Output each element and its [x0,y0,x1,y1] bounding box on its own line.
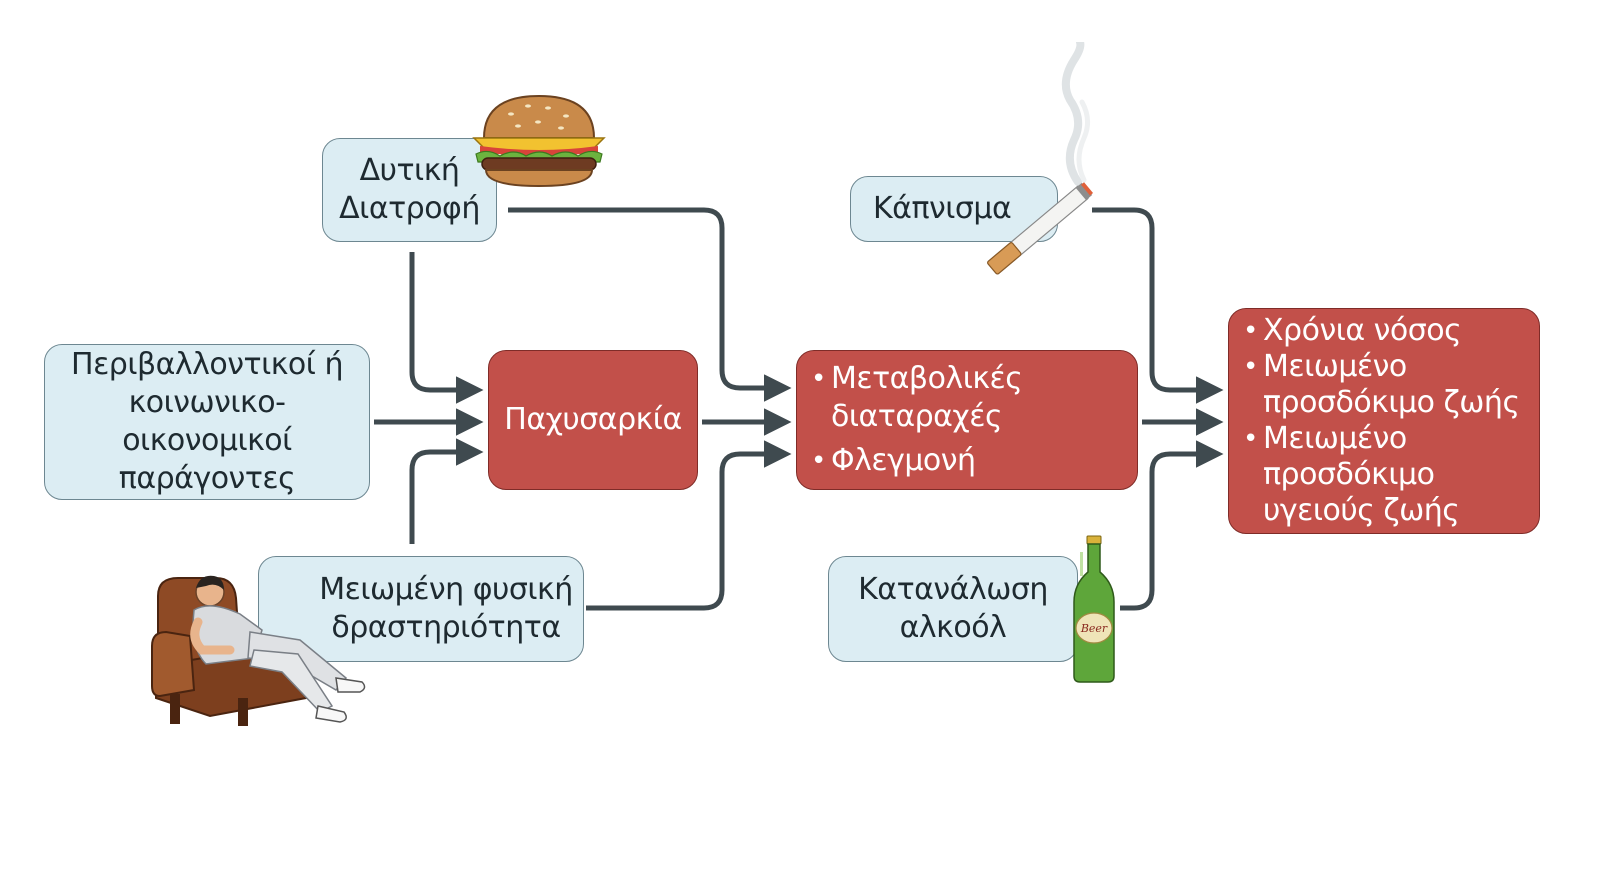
smoking-box: Κάπνισμα [850,176,1058,242]
reduced-healthy-life-expectancy-label: Μειωμένο προσδόκιμο υγειούς ζωής [1263,421,1460,528]
bullet: • [1243,316,1258,346]
bullet: • [811,446,826,476]
metabolic-item: • Μεταβολικές διαταραχές [811,360,1023,436]
burger-icon [472,94,606,188]
person-on-couch-icon [151,575,366,726]
alcohol-consumption-box: Κατανάλωση αλκοόλ [828,556,1078,662]
reduced-physical-activity-box: Μειωμένη φυσική δραστηριότητα [258,556,584,662]
metabolic-disorders-label: Μεταβολικές διαταραχές [831,361,1023,434]
edge-alcohol-to-outcomes [1120,440,1224,611]
metabolic-item: • Φλεγμονή [811,442,976,480]
beer-label-text: Beer [1080,622,1108,635]
edge-activity-to-obesity [409,438,484,544]
reduced-life-expectancy-label: Μειωμένο προσδόκιμο ζωής [1263,349,1520,420]
edge-diet-to-obesity [409,252,484,404]
edge-activity-to-metabolic [586,440,792,611]
obesity-box: Παχυσαρκία [488,350,698,490]
bullet: • [1243,352,1258,382]
outcome-item: • Μειωμένο προσδόκιμο υγειούς ζωής [1243,421,1460,529]
western-diet-box: Δυτική Διατροφή [322,138,497,242]
outcome-item: • Μειωμένο προσδόκιμο ζωής [1243,349,1520,421]
outcome-item: • Χρόνια νόσος [1243,313,1462,349]
beer-bottle-icon: Beer [1073,535,1115,683]
metabolic-inflammation-box: • Μεταβολικές διαταραχές • Φλεγμονή [796,350,1138,490]
environmental-factors-box: Περιβαλλοντικοί ή κοινωνικο-οικονομικοί … [44,344,370,500]
outcomes-box: • Χρόνια νόσος • Μειωμένο προσδόκιμο ζωή… [1228,308,1540,534]
bullet: • [811,364,826,394]
edge-diet-to-metabolic [508,207,792,402]
bullet: • [1243,424,1258,454]
inflammation-label: Φλεγμονή [831,443,976,478]
cigarette-icon [987,42,1094,275]
chronic-disease-label: Χρόνια νόσος [1263,313,1462,348]
edge-smoking-to-outcomes [1092,207,1224,404]
